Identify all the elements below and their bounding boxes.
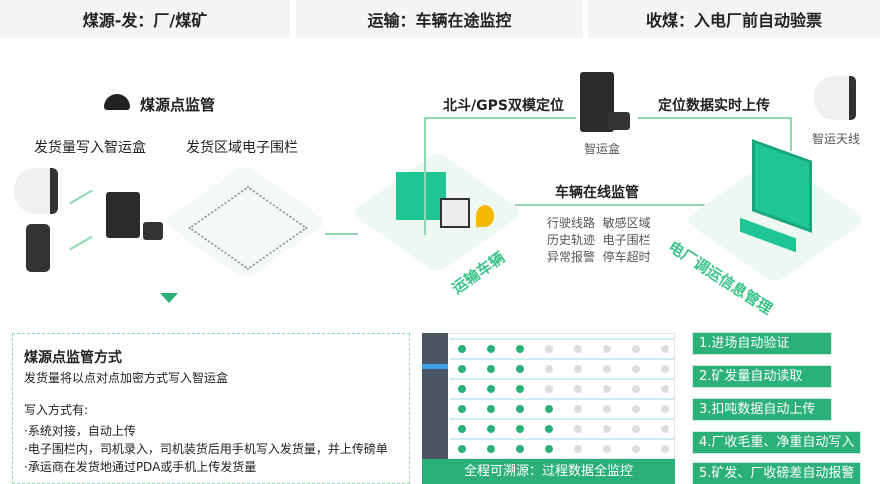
progress-dot [603,385,611,393]
progress-dot [458,445,466,453]
progress-dot [458,365,466,373]
monitor-label: 车辆在线监管 [555,185,639,201]
trace-bar: 全程可溯源：过程数据全监控 [422,459,675,484]
method-item: ·承运商在发货地通过PDA或手机上传发货量 [24,460,257,474]
gps-label: 北斗/GPS双模定位 [443,98,564,114]
progress-dot [603,445,611,453]
progress-dot [487,365,495,373]
feature: 异常报警 停车超时 [547,250,651,264]
progress-dot [574,445,582,453]
progress-dot [545,445,553,453]
progress-dot [661,385,669,393]
progress-dot [661,345,669,353]
antenna-label: 智运天线 [812,132,861,146]
progress-dot [487,445,495,453]
feature-list: 行驶线路 敏感区域历史轨迹 电子围栏异常报警 停车超时 [547,215,651,266]
step-4: 4.厂收毛重、净重自动写入 [693,432,861,453]
down-triangle-icon [160,293,178,303]
progress-dot [458,425,466,433]
feature: 行驶线路 敏感区域 [547,216,651,230]
progress-dot [632,445,640,453]
upload-label: 定位数据实时上传 [658,98,770,114]
progress-dot [632,385,640,393]
progress-dot [574,425,582,433]
step-1: 1.进场自动验证 [693,333,831,354]
progress-dot [574,345,582,353]
truck-icon [396,172,446,220]
fence-label: 发货区域电子围栏 [186,140,298,156]
progress-dot [545,345,553,353]
box-label: 智运盒 [584,142,621,156]
progress-dot [487,405,495,413]
dashboard-sidebar [422,333,448,459]
progress-dot [661,425,669,433]
method-item: ·系统对接，自动上传 [24,424,136,438]
progress-dot [603,345,611,353]
progress-dot [545,405,553,413]
progress-dot [458,405,466,413]
pda-icon [26,224,50,272]
progress-dot [545,385,553,393]
antenna-icon [814,76,856,120]
method-sub: 写入方式有: [24,403,89,417]
progress-row [450,438,674,457]
progress-dot [487,425,495,433]
sidebar-active [422,364,448,369]
method-desc: 发货量将以点对点加密方式写入智运盒 [24,371,229,385]
progress-dot [632,405,640,413]
progress-dot [545,425,553,433]
progress-dot [487,345,495,353]
monitor-arrow [515,204,705,206]
antenna-puck-icon [143,222,163,240]
progress-dot [603,425,611,433]
progress-dot [574,385,582,393]
progress-dot [661,445,669,453]
progress-dot [516,385,524,393]
progress-dot [632,365,640,373]
dome-icon [104,94,130,110]
arrow-right [325,233,358,235]
progress-row [450,358,674,377]
progress-dot [458,385,466,393]
step-5: 5.矿发、厂收磅差自动报警 [693,463,861,484]
truck-cab-icon [440,198,470,228]
progress-dot [516,445,524,453]
tab-transport: 运输：车辆在途监控 [296,0,583,38]
progress-dot [516,405,524,413]
progress-dot [516,425,524,433]
progress-dot [545,365,553,373]
progress-dot [661,405,669,413]
source-title: 煤源点监管 [140,96,216,114]
progress-dot [574,365,582,373]
write-label: 发货量写入智运盒 [34,140,146,156]
progress-dot [574,405,582,413]
smart-box-icon [106,192,140,238]
step-2: 2.矿发量自动读取 [693,366,831,387]
method-item: ·电子围栏内，司机录入，司机装货后用手机写入发货量，并上传磅单 [24,442,388,456]
progress-dot [487,385,495,393]
progress-dot [516,365,524,373]
method-list: ·系统对接，自动上传 ·电子围栏内，司机录入，司机装货后用手机写入发货量，并上传磅… [24,422,388,476]
progress-row [450,398,674,417]
progress-dot [603,405,611,413]
scanner-icon [14,168,58,214]
method-title: 煤源点监管方式 [24,350,122,366]
step-3: 3.扣吨数据自动上传 [693,399,831,420]
arrow-icon [69,235,93,251]
progress-dot [603,365,611,373]
progress-dot [661,365,669,373]
arrow-icon [69,189,93,205]
location-pin-icon [476,205,494,227]
progress-row [450,418,674,437]
feature: 历史轨迹 电子围栏 [547,233,651,247]
tab-receive: 收煤：入电厂前自动验票 [588,0,880,38]
progress-row [450,338,674,357]
tab-source: 煤源-发：厂/煤矿 [0,0,290,38]
progress-dot [458,345,466,353]
progress-row [450,378,674,397]
progress-dot [516,345,524,353]
antenna-puck-icon [608,112,630,130]
progress-dot [632,345,640,353]
progress-dot [632,425,640,433]
